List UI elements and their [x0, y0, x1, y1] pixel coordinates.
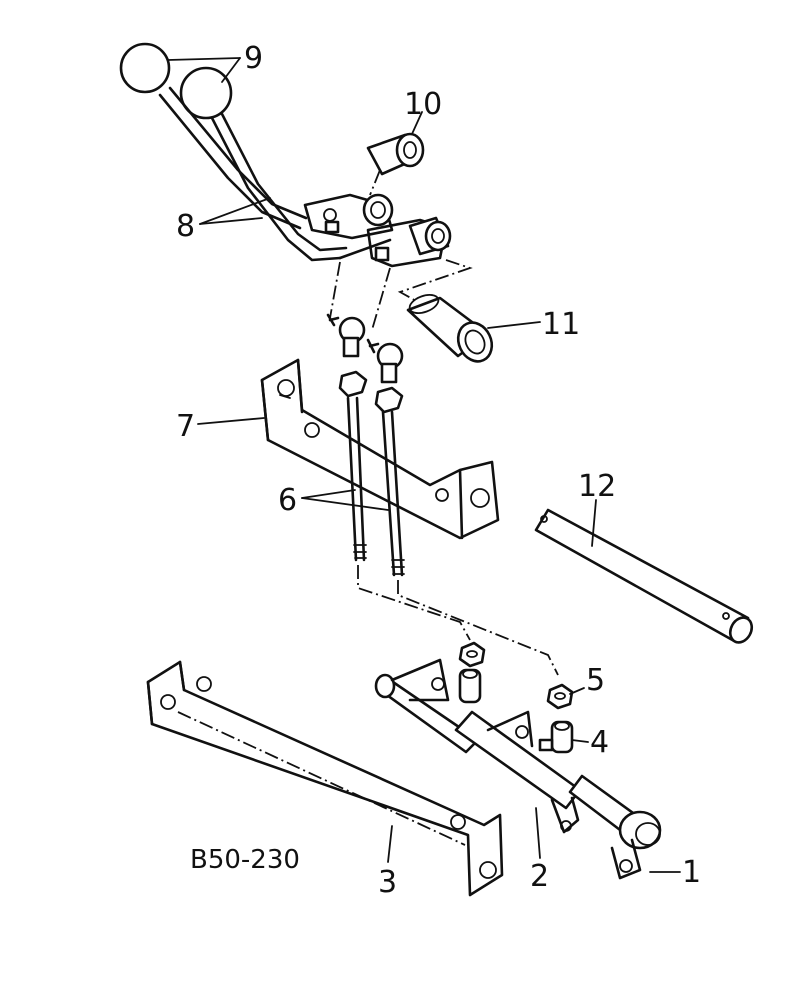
sleeve	[406, 293, 494, 363]
ball-joint-left	[326, 313, 366, 358]
assembly-line	[357, 565, 471, 641]
leader-6a	[301, 489, 356, 499]
leader-lines	[167, 57, 681, 873]
cross-shaft	[374, 658, 662, 880]
knob-right	[179, 66, 233, 120]
hand-lever-right	[210, 112, 392, 262]
callout-12: 12	[578, 469, 616, 504]
leader-9a	[167, 57, 241, 61]
callout-8: 8	[176, 209, 195, 244]
nut-lower	[546, 683, 574, 710]
leader-5	[569, 687, 585, 695]
callout-9: 9	[244, 41, 263, 76]
lever-bracket-lower	[366, 218, 448, 268]
assembly-line	[329, 261, 341, 319]
callout-2: 2	[530, 859, 549, 894]
bushing-mid-right	[408, 216, 452, 256]
callout-3: 3	[378, 865, 397, 900]
callout-10: 10	[404, 87, 442, 122]
leader-12	[591, 499, 597, 547]
assembly-line	[397, 259, 473, 303]
leader-8a	[199, 197, 271, 225]
leader-2	[535, 807, 541, 859]
leader-6b	[301, 497, 389, 511]
ball-joint-right	[366, 338, 404, 384]
leader-3	[387, 825, 393, 863]
u-bracket-upper	[260, 358, 500, 540]
hand-lever-left	[158, 86, 308, 230]
leader-7	[197, 417, 265, 425]
bushing-upper	[366, 132, 425, 176]
drawing-code: B50-230	[190, 845, 300, 875]
callout-6: 6	[278, 483, 297, 518]
knob-left	[119, 42, 171, 94]
adjuster-upper	[458, 668, 482, 704]
callout-5: 5	[586, 663, 605, 698]
assembly-line	[397, 580, 559, 676]
lever-bracket-upper	[303, 193, 394, 240]
threaded-rod-right	[374, 386, 405, 577]
leader-4	[571, 739, 589, 743]
adjuster-lower	[538, 720, 574, 754]
callout-4: 4	[590, 725, 609, 760]
callout-7: 7	[176, 409, 195, 444]
leader-11	[487, 321, 541, 329]
callout-1: 1	[682, 855, 701, 890]
assembly-line	[369, 169, 381, 196]
lower-bracket	[146, 660, 504, 897]
threaded-rod-left	[338, 370, 368, 562]
leader-9b	[221, 57, 241, 83]
leader-10	[411, 111, 423, 135]
pin	[534, 508, 754, 644]
bushing-mid-left	[362, 193, 394, 227]
nut-upper	[458, 641, 486, 668]
leader-8b	[199, 217, 263, 225]
callout-11: 11	[542, 307, 580, 342]
assembly-line	[371, 267, 391, 331]
